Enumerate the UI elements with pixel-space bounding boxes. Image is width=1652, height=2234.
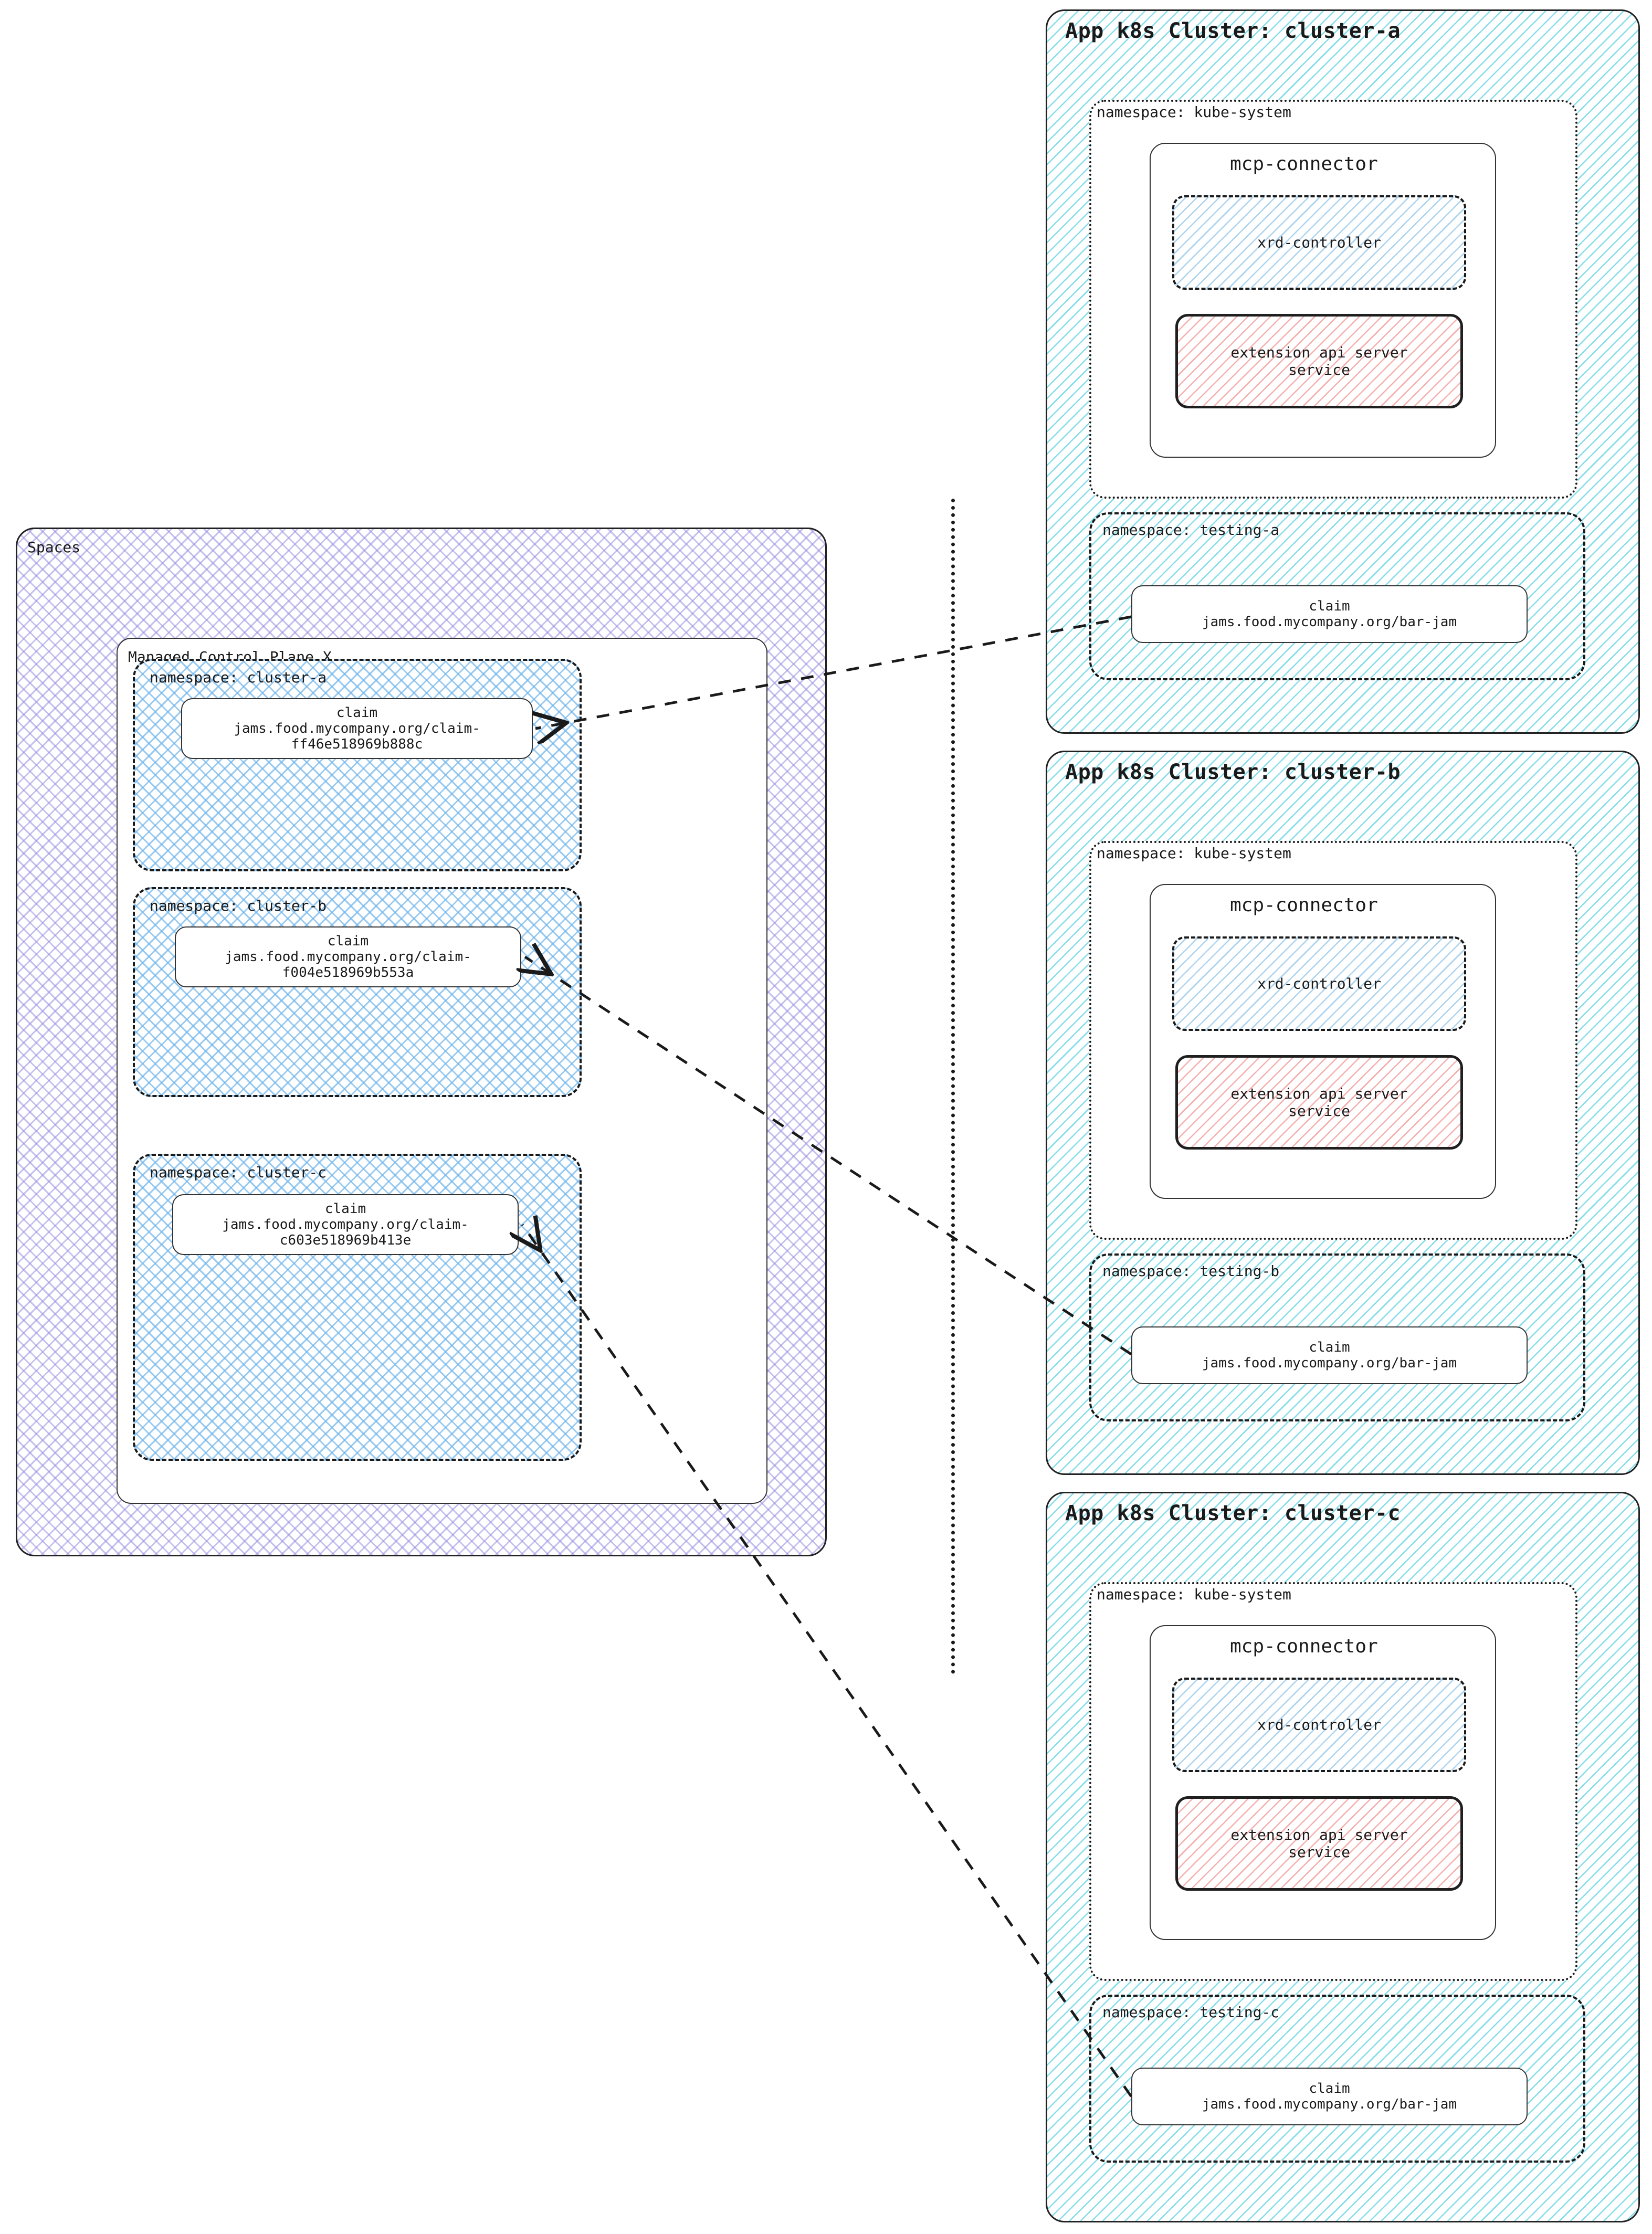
app-cluster-c-title: App k8s Cluster: cluster-c xyxy=(1065,1501,1401,1525)
cluster-c-xrd-controller: xrd-controller xyxy=(1172,1678,1466,1772)
cluster-b-mcp-connector-title: mcp-connector xyxy=(1230,894,1378,916)
claim-cluster-a[interactable]: claim jams.food.mycompany.org/claim- ff4… xyxy=(181,698,533,759)
cluster-c-xrd-controller-label: xrd-controller xyxy=(1257,1716,1381,1734)
cluster-b-mcp-connector xyxy=(1150,884,1496,1199)
claim-cluster-b[interactable]: claim jams.food.mycompany.org/claim- f00… xyxy=(175,926,521,987)
cluster-a-xrd-controller-label: xrd-controller xyxy=(1257,234,1381,251)
vertical-divider xyxy=(951,499,955,1674)
cluster-c-mcp-connector xyxy=(1150,1625,1496,1940)
spaces-label: Spaces xyxy=(27,539,81,556)
cluster-a-extension-api-server: extension api server service xyxy=(1175,314,1463,408)
app-cluster-b-title: App k8s Cluster: cluster-b xyxy=(1065,760,1401,784)
namespace-cluster-b-label: namespace: cluster-b xyxy=(150,897,327,914)
cluster-a-extension-api-server-label: extension api server service xyxy=(1230,344,1408,378)
cluster-b-kube-system-label: namespace: kube-system xyxy=(1097,845,1291,862)
cluster-c-extension-api-server: extension api server service xyxy=(1175,1796,1463,1891)
cluster-a-testing-claim-text: claim jams.food.mycompany.org/bar-jam xyxy=(1202,598,1457,630)
cluster-b-testing-claim[interactable]: claim jams.food.mycompany.org/bar-jam xyxy=(1131,1326,1528,1384)
cluster-a-mcp-connector-title: mcp-connector xyxy=(1230,153,1378,175)
namespace-cluster-a-label: namespace: cluster-a xyxy=(150,669,327,686)
cluster-b-xrd-controller: xrd-controller xyxy=(1172,936,1466,1031)
claim-cluster-b-text: claim jams.food.mycompany.org/claim- f00… xyxy=(225,933,471,981)
cluster-a-testing-claim[interactable]: claim jams.food.mycompany.org/bar-jam xyxy=(1131,585,1528,643)
cluster-b-extension-api-server-label: extension api server service xyxy=(1230,1085,1408,1120)
cluster-b-testing-claim-text: claim jams.food.mycompany.org/bar-jam xyxy=(1202,1340,1457,1371)
cluster-c-testing-namespace-label: namespace: testing-c xyxy=(1102,2004,1280,2021)
cluster-b-xrd-controller-label: xrd-controller xyxy=(1257,975,1381,993)
namespace-cluster-a xyxy=(133,659,582,871)
claim-cluster-c[interactable]: claim jams.food.mycompany.org/claim- c60… xyxy=(172,1194,519,1255)
cluster-a-testing-namespace-label: namespace: testing-a xyxy=(1102,521,1280,539)
claim-cluster-a-text: claim jams.food.mycompany.org/claim- ff4… xyxy=(234,705,480,752)
cluster-c-mcp-connector-title: mcp-connector xyxy=(1230,1636,1378,1657)
cluster-a-kube-system-label: namespace: kube-system xyxy=(1097,103,1291,121)
cluster-c-kube-system-label: namespace: kube-system xyxy=(1097,1586,1291,1603)
claim-cluster-c-text: claim jams.food.mycompany.org/claim- c60… xyxy=(222,1201,469,1248)
cluster-b-testing-namespace-label: namespace: testing-b xyxy=(1102,1262,1280,1280)
namespace-cluster-b xyxy=(133,887,582,1097)
cluster-a-xrd-controller: xrd-controller xyxy=(1172,195,1466,290)
cluster-a-mcp-connector xyxy=(1150,143,1496,458)
cluster-c-extension-api-server-label: extension api server service xyxy=(1230,1826,1408,1861)
cluster-c-testing-claim[interactable]: claim jams.food.mycompany.org/bar-jam xyxy=(1131,2068,1528,2125)
cluster-b-extension-api-server: extension api server service xyxy=(1175,1055,1463,1150)
app-cluster-a-title: App k8s Cluster: cluster-a xyxy=(1065,19,1401,43)
cluster-c-testing-claim-text: claim jams.food.mycompany.org/bar-jam xyxy=(1202,2081,1457,2112)
namespace-cluster-c-label: namespace: cluster-c xyxy=(150,1164,327,1181)
